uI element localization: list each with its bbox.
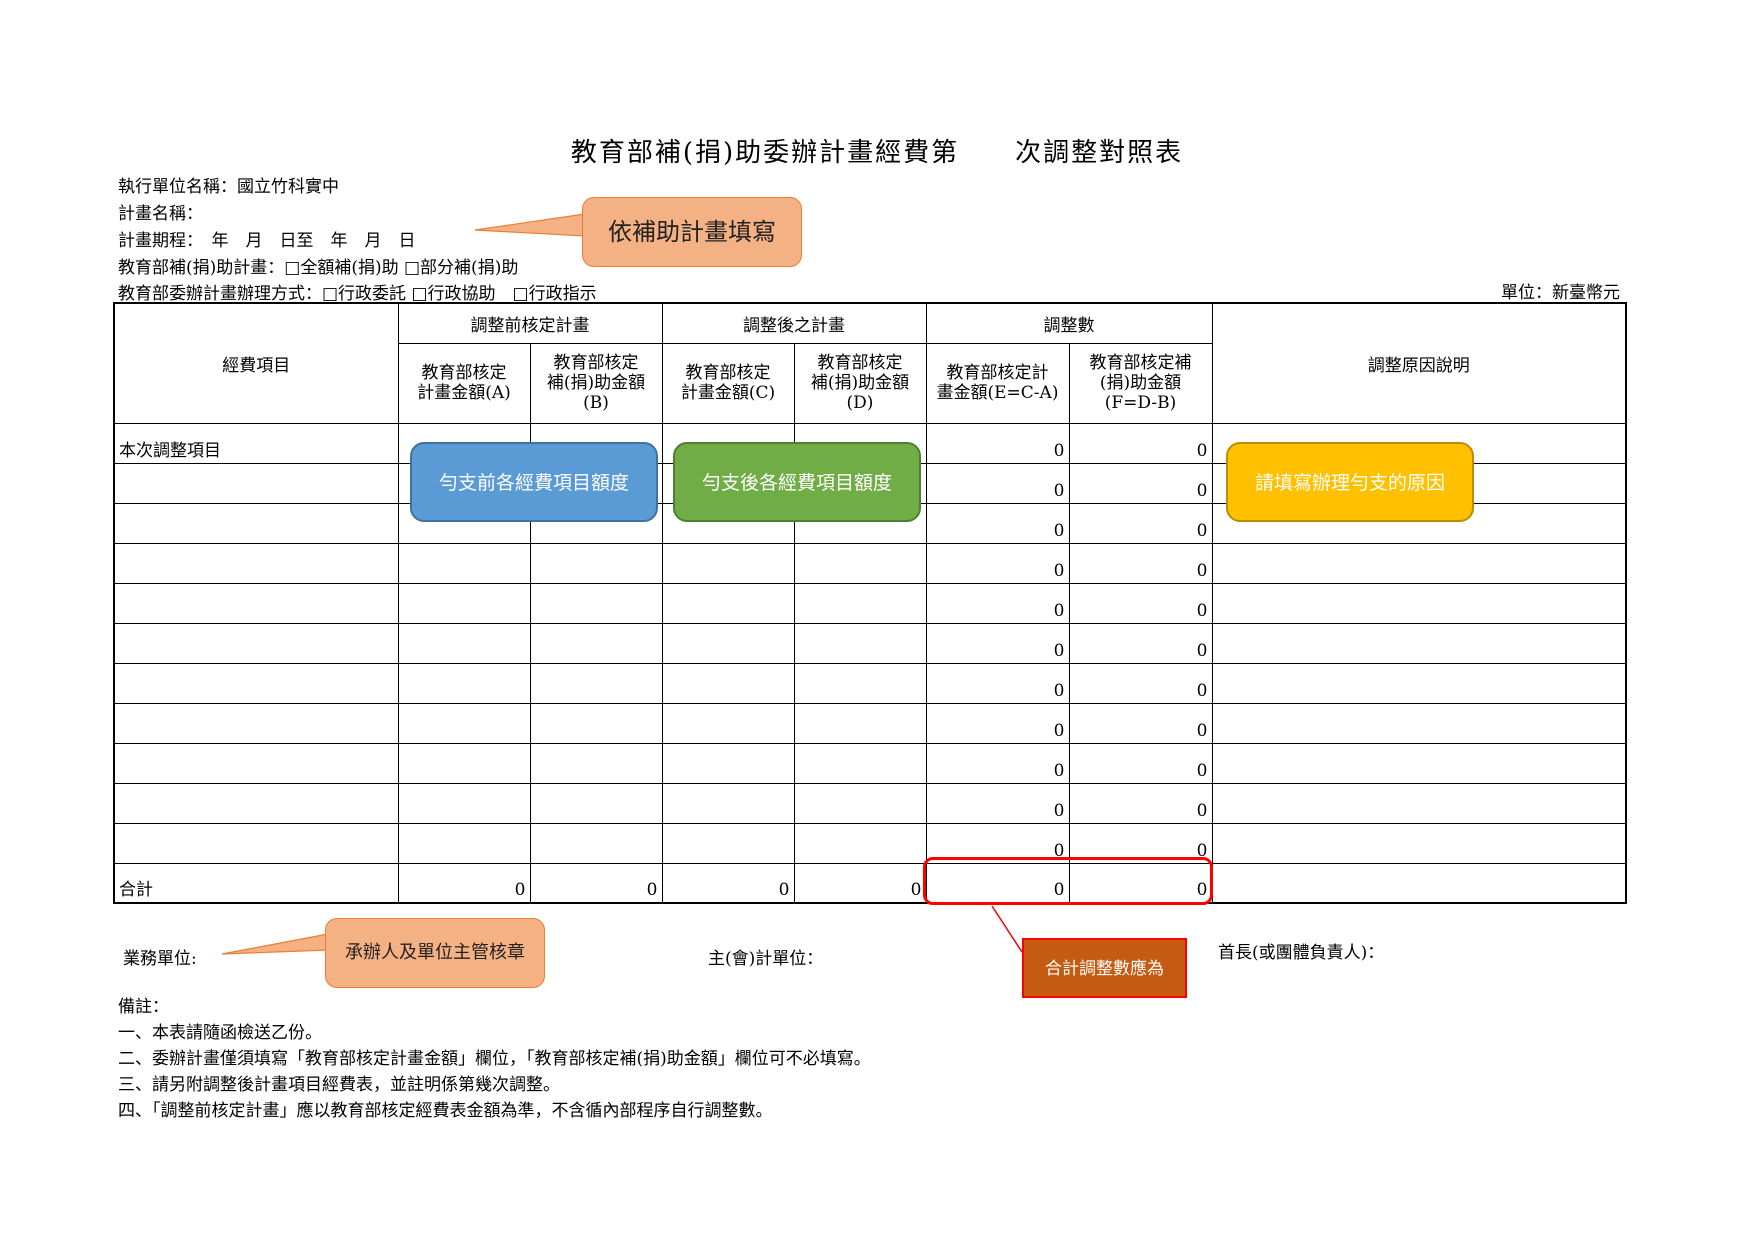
cell-f: 0 xyxy=(1068,422,1213,464)
first-row-label: 本次調整項目 xyxy=(113,422,399,464)
plan-name: 計畫名稱： xyxy=(118,204,203,224)
sub-a-header: 教育部核定計畫金額(A) xyxy=(397,342,531,424)
cell-f: 0 xyxy=(1068,662,1213,704)
sub-b-header: 教育部核定補(捐)助金額(B) xyxy=(529,342,663,424)
cell-e: 0 xyxy=(925,622,1070,664)
note-item: 一、本表請隨函檢送乙份。 xyxy=(118,1023,322,1043)
callout-before-amount: 勻支前各經費項目額度 xyxy=(410,442,658,522)
cell-f: 0 xyxy=(1068,702,1213,744)
group-after-header: 調整後之計畫 xyxy=(661,302,927,344)
cell-f: 0 xyxy=(1068,822,1213,864)
cell-f: 0 xyxy=(1068,542,1213,584)
cell-f: 0 xyxy=(1068,462,1213,504)
cell-e: 0 xyxy=(925,782,1070,824)
subsidy-type: 教育部補(捐)助計畫：□全額補(捐)助 □部分補(捐)助 xyxy=(118,258,519,278)
cell-e: 0 xyxy=(925,542,1070,584)
currency-unit: 單位：新臺幣元 xyxy=(1501,283,1620,303)
total-highlight xyxy=(923,857,1213,905)
cell-e: 0 xyxy=(925,662,1070,704)
callout-after-amount: 勻支後各經費項目額度 xyxy=(673,442,921,522)
col-item-header: 經費項目 xyxy=(113,302,399,424)
cell-f: 0 xyxy=(1068,622,1213,664)
callout-reason: 請填寫辦理勻支的原因 xyxy=(1226,442,1474,522)
stamp-callout-pointer xyxy=(222,933,329,955)
sub-c-header: 教育部核定計畫金額(C) xyxy=(661,342,795,424)
sub-e-header: 教育部核定計畫金額(E=C-A) xyxy=(925,342,1070,424)
business-unit-label: 業務單位: xyxy=(123,949,197,969)
head-signature-label: 首長(或團體負責人)： xyxy=(1218,943,1385,963)
group-before-header: 調整前核定計畫 xyxy=(397,302,663,344)
cell-f: 0 xyxy=(1068,782,1213,824)
cell-e: 0 xyxy=(925,422,1070,464)
sub-d-header: 教育部核定補(捐)助金額(D) xyxy=(793,342,927,424)
callout-stamp: 承辦人及單位主管核章 xyxy=(325,918,545,988)
callout-fill-by-plan: 依補助計畫填寫 xyxy=(582,197,802,267)
callout-pointer xyxy=(475,213,586,237)
plan-period: 計畫期程： 年 月 日至 年 月 日 xyxy=(118,231,416,251)
group-diff-header: 調整數 xyxy=(925,302,1213,344)
note-item: 二、委辦計畫僅須填寫「教育部核定計畫金額」欄位，「教育部核定補(捐)助金額」欄位… xyxy=(118,1049,871,1069)
cell-f: 0 xyxy=(1068,582,1213,624)
note-item: 四、「調整前核定計畫」應以教育部核定經費表金額為準，不含循內部程序自行調整數。 xyxy=(118,1101,773,1121)
callout-total-note: 合計調整數應為 xyxy=(1022,938,1187,998)
total-row: 合計 0 0 0 0 0 0 xyxy=(113,862,1627,904)
budget-table: 經費項目 調整前核定計畫 調整後之計畫 調整數 調整原因說明 教育部核定計畫金額… xyxy=(113,302,1627,904)
cell-e: 0 xyxy=(925,582,1070,624)
sub-f-header: 教育部核定補(捐)助金額(F=D-B) xyxy=(1068,342,1213,424)
red-pointer-line xyxy=(991,905,1023,953)
total-c: 0 xyxy=(661,862,795,904)
cell-e: 0 xyxy=(925,742,1070,784)
total-e: 0 xyxy=(925,862,1070,904)
page-title: 教育部補(捐)助委辦計畫經費第 次調整對照表 xyxy=(570,138,1184,168)
total-b: 0 xyxy=(529,862,663,904)
unit-name: 執行單位名稱：國立竹科實中 xyxy=(118,177,339,197)
total-d: 0 xyxy=(793,862,927,904)
cell-e: 0 xyxy=(925,462,1070,504)
accounting-unit-label: 主(會)計單位： xyxy=(708,949,824,969)
note-item: 三、請另附調整後計畫項目經費表，並註明係第幾次調整。 xyxy=(118,1075,560,1095)
cell-f: 0 xyxy=(1068,502,1213,544)
cell-f: 0 xyxy=(1068,742,1213,784)
cell-e: 0 xyxy=(925,702,1070,744)
commission-method: 教育部委辦計畫辦理方式：□行政委託 □行政協助 □行政指示 xyxy=(118,284,597,304)
cell-e: 0 xyxy=(925,502,1070,544)
total-label: 合計 xyxy=(113,862,399,904)
col-reason-header: 調整原因說明 xyxy=(1211,302,1627,424)
total-a: 0 xyxy=(397,862,531,904)
notes-heading: 備註： xyxy=(118,997,169,1017)
